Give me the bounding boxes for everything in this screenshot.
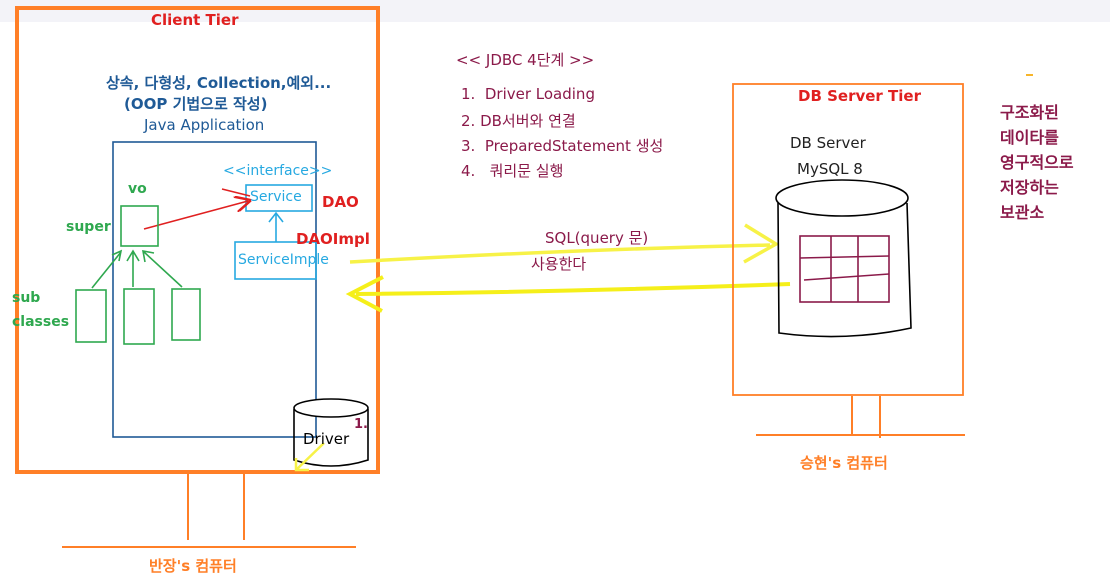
sql-query-label: SQL(query 문)	[545, 229, 649, 247]
db-note-line-1: 구조화된	[1000, 103, 1059, 122]
jdbc-step-3-num: 3.	[461, 137, 476, 155]
jdbc-step-1: 1. Driver Loading	[461, 85, 595, 103]
db-note-line-5: 보관소	[1000, 203, 1045, 222]
db-note-line-2: 데이타를	[1000, 128, 1059, 147]
jdbc-step-1-text: Driver Loading	[484, 85, 595, 103]
use-label: 사용한다	[531, 255, 587, 273]
super-label: super	[66, 219, 111, 235]
result-arrow-to-client	[345, 275, 791, 313]
sub-class-box-2	[123, 288, 155, 345]
java-application-box	[112, 141, 317, 438]
red-arrow-1	[143, 201, 248, 230]
db-note-line-3: 영구적으로	[1000, 153, 1074, 172]
vo-label: vo	[128, 181, 147, 197]
mysql-label: MySQL 8	[797, 160, 863, 178]
db-cylinder	[775, 179, 912, 338]
client-tier-box	[15, 6, 380, 474]
super-class-box	[120, 205, 159, 247]
db-server-tier-box	[732, 83, 964, 396]
serviceimple-label: ServiceImple	[238, 252, 329, 268]
sub-class-box-3	[171, 288, 201, 341]
java-application-label: Java Application	[144, 116, 265, 134]
jdbc-step-4-num: 4.	[461, 162, 476, 180]
implements-arrow	[268, 211, 284, 242]
jdbc-step-3: 3. PreparedStatement 생성	[461, 137, 664, 155]
oop-technique-label: (OOP 기법으로 작성)	[124, 95, 268, 113]
sub-class-box-1	[75, 289, 107, 343]
jdbc-step-3-text: PreparedStatement 생성	[484, 137, 664, 155]
sub-label: sub	[12, 290, 41, 306]
jdbc-step-2: 2. DB서버와 연결	[461, 112, 576, 130]
sql-arrow-to-db	[349, 223, 780, 264]
driver-label: Driver	[303, 430, 350, 448]
jdbc-step-2-text: DB서버와 연결	[480, 112, 576, 130]
top-strip	[0, 0, 1110, 22]
jdbc-step-1-num: 1.	[461, 85, 476, 103]
db-server-label: DB Server	[790, 134, 866, 152]
client-tier-title: Client Tier	[151, 11, 239, 29]
db-table-grid	[799, 235, 890, 303]
jdbc-step-2-num: 2.	[461, 112, 476, 130]
db-note-line-4: 저장하는	[1000, 178, 1059, 197]
client-computer-label: 반장's 컴퓨터	[149, 557, 237, 575]
driver-yellow-arrow	[294, 442, 325, 472]
red-arrow-2	[221, 188, 251, 197]
jdbc-step-4: 4. 쿼리문 실행	[461, 162, 564, 180]
classes-label: classes	[12, 314, 70, 330]
oop-features-label: 상속, 다형성, Collection,예외...	[106, 74, 332, 92]
service-label: Service	[250, 189, 302, 205]
jdbc-step-4-text: 쿼리문 실행	[489, 162, 564, 180]
dao-label: DAO	[322, 193, 359, 211]
db-tier-title: DB Server Tier	[798, 87, 921, 105]
inherit-arrow-1	[91, 249, 123, 289]
db-computer-label: 승현's 컴퓨터	[800, 454, 888, 472]
jdbc-title: << JDBC 4단계 >>	[456, 51, 595, 69]
inherit-arrow-3	[142, 250, 183, 288]
daoimpl-label: DAOImpl	[296, 230, 370, 248]
inherit-arrow-2	[126, 249, 140, 287]
driver-step-marker: 1.	[354, 417, 368, 432]
interface-label: <<interface>>	[223, 163, 333, 179]
